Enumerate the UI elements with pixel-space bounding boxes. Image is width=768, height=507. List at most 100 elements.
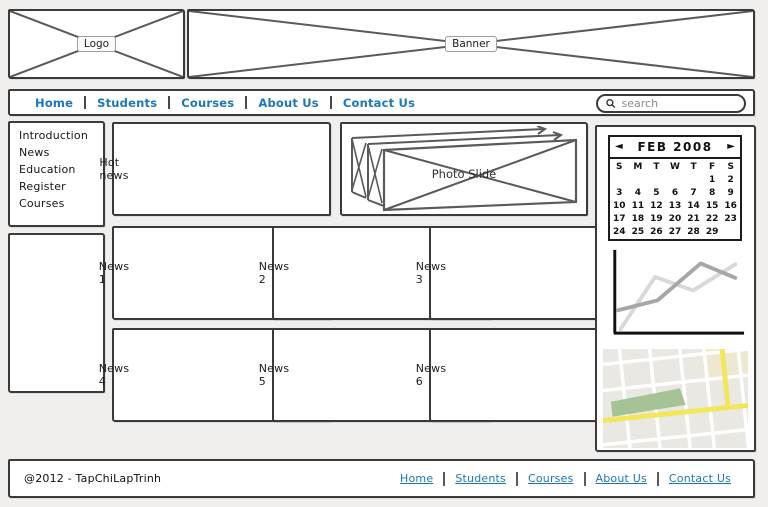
calendar-header: ◄ FEB 2008 ► (610, 137, 740, 159)
calendar-date: 12 (650, 200, 663, 211)
calendar-empty-cell (666, 173, 685, 186)
search-icon (606, 99, 616, 109)
footer-separator (583, 471, 586, 486)
footer-link-about-us[interactable]: About Us (595, 472, 647, 485)
calendar-day-header: T (690, 161, 697, 172)
footer-link-contact-us[interactable]: Contact Us (668, 472, 731, 485)
calendar-date: 6 (671, 187, 679, 198)
calendar-date: 20 (668, 213, 682, 224)
calendar-date: 25 (631, 226, 645, 237)
calendar-day-header: F (709, 161, 716, 172)
search-box[interactable] (596, 94, 746, 113)
news-label: News 4 (98, 362, 130, 388)
banner-label: Banner (445, 36, 497, 52)
navbar: Home Students Courses About Us Contact Us (8, 89, 755, 116)
nav-link-contact-us[interactable]: Contact Us (342, 95, 416, 110)
calendar-date: 9 (727, 187, 734, 198)
calendar-date: 13 (668, 200, 682, 211)
footer: @2012 - TapChiLapTrinh Home Students Cours… (8, 459, 755, 498)
calendar-date: 16 (724, 200, 737, 211)
nav-separator (84, 96, 87, 109)
map-main-roads (603, 349, 748, 426)
calendar-date: 7 (690, 187, 697, 198)
line-chart (613, 249, 745, 335)
calendar-empty-cell (647, 173, 666, 186)
calendar-empty-cell (610, 173, 629, 186)
news-label: News 1 (98, 260, 130, 286)
calendar-date: 28 (687, 226, 700, 237)
calendar-day-header: T (653, 161, 660, 172)
calendar-empty-cell (684, 173, 703, 186)
calendar-date: 27 (668, 226, 682, 237)
footer-separator (443, 471, 446, 486)
calendar-date: 14 (687, 200, 700, 211)
sidebar-empty-panel (8, 233, 105, 393)
footer-link-courses[interactable]: Courses (527, 472, 574, 485)
calendar-date: 11 (631, 200, 645, 211)
calendar-day-header: W (670, 161, 680, 172)
hot-news-label: Hot news (99, 156, 129, 182)
nav-link-about-us[interactable]: About Us (258, 95, 319, 110)
calendar-title: FEB 2008 (637, 140, 713, 154)
calendar-day-header: M (633, 161, 643, 172)
light-gray-line (618, 262, 738, 332)
nav-links: Home Students Courses About Us Contact Us (10, 91, 753, 114)
menu-item-register[interactable]: Register (19, 180, 66, 193)
menu-item-education[interactable]: Education (19, 163, 76, 176)
menu-item-courses[interactable]: Courses (19, 197, 65, 210)
hot-news-box[interactable]: Hot news (99, 122, 332, 216)
logo-label: Logo (76, 36, 117, 52)
calendar-date: 2 (727, 174, 734, 185)
banner-image[interactable]: Banner (187, 9, 755, 79)
calendar-date: 21 (687, 213, 700, 224)
dark-gray-line (616, 261, 738, 313)
calendar-date: 26 (650, 226, 663, 237)
footer-separator (656, 471, 659, 486)
calendar-date: 18 (631, 213, 645, 224)
footer-link-home[interactable]: Home (400, 472, 434, 485)
logo-image[interactable]: Logo (8, 9, 185, 79)
news-label: News 2 (258, 260, 290, 286)
calendar-prev-icon[interactable]: ◄ (615, 141, 623, 152)
calendar-date: 8 (708, 187, 716, 198)
calendar-empty-cell (721, 225, 740, 238)
calendar-date: 3 (616, 187, 623, 198)
copyright-text: @2012 - TapChiLapTrinh (24, 472, 162, 485)
nav-link-courses[interactable]: Courses (181, 95, 235, 110)
calendar-date: 10 (613, 200, 626, 211)
calendar-next-icon[interactable]: ► (727, 141, 735, 152)
calendar-date: 24 (613, 226, 626, 237)
calendar-date: 5 (653, 187, 660, 198)
map-beige-block (704, 349, 748, 378)
nav-link-students[interactable]: Students (97, 95, 158, 110)
search-input[interactable] (619, 96, 736, 111)
calendar-empty-cell (629, 173, 648, 186)
menu-item-news[interactable]: News (19, 146, 50, 159)
calendar-day-header: S (616, 161, 623, 172)
calendar-date: 1 (708, 174, 716, 185)
map-widget (603, 349, 748, 448)
nav-separator (245, 96, 248, 109)
calendar-date: 17 (613, 213, 626, 224)
news-label: News 5 (258, 362, 290, 388)
nav-separator (168, 96, 171, 109)
calendar-date: 23 (724, 213, 737, 224)
footer-links: Home Students Courses About Us Contact Us (390, 471, 741, 486)
news-label: News 3 (415, 260, 447, 286)
nav-separator (329, 96, 332, 109)
menu-item-introduction[interactable]: Introduction (19, 129, 89, 142)
calendar-date: 4 (634, 187, 641, 198)
map-park (610, 388, 686, 417)
photo-slide-widget[interactable]: Photo Slide (340, 122, 588, 216)
photo-stack-graphic (351, 126, 578, 212)
nav-link-home[interactable]: Home (35, 95, 74, 110)
map-streets (603, 349, 748, 448)
calendar-date: 19 (650, 213, 663, 224)
calendar-day-header: S (727, 161, 734, 172)
footer-link-students[interactable]: Students (455, 472, 506, 485)
